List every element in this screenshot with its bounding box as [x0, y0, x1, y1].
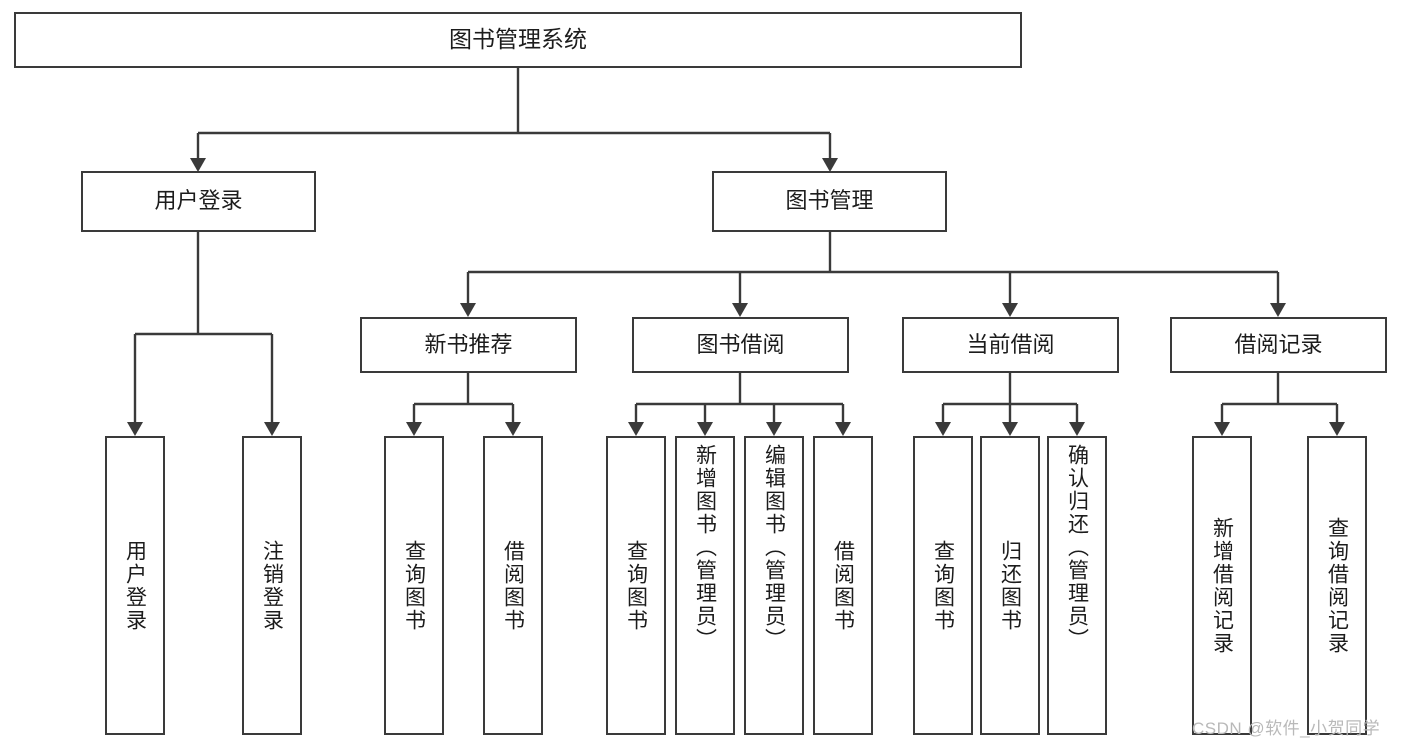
node-leaf-user-login[interactable]: 用户登录 — [105, 436, 165, 735]
node-book-management[interactable]: 图书管理 — [712, 171, 947, 232]
arrowhead-book-management — [822, 158, 838, 172]
arrowhead-new-book-recommend — [460, 303, 476, 317]
csdn-watermark: CSDN @软件_小贺同学 — [1192, 719, 1381, 738]
node-leaf-query-book-3[interactable]: 查询图书 — [913, 436, 973, 735]
node-label: 查询图书 — [931, 539, 955, 632]
arrowhead-current-borrow — [1002, 303, 1018, 317]
arrowhead-leaf-return-book — [1002, 422, 1018, 436]
node-leaf-user-logout[interactable]: 注销登录 — [242, 436, 302, 735]
node-label: 编辑图书（管理员） — [762, 444, 786, 651]
node-leaf-query-book-1[interactable]: 查询图书 — [384, 436, 444, 735]
node-label: 借阅记录 — [1234, 331, 1323, 357]
arrowhead-user-login — [190, 158, 206, 172]
node-label: 确认归还（管理员） — [1065, 444, 1089, 651]
arrowhead-leaf-query-book-3 — [935, 422, 951, 436]
node-user-login[interactable]: 用户登录 — [81, 171, 316, 232]
node-label: 用户登录 — [154, 188, 243, 214]
arrowhead-leaf-add-record — [1214, 422, 1230, 436]
node-book-borrow[interactable]: 图书借阅 — [632, 317, 849, 373]
node-leaf-add-book[interactable]: 新增图书（管理员） — [675, 436, 735, 735]
node-label: 新书推荐 — [424, 331, 513, 357]
node-leaf-confirm-return[interactable]: 确认归还（管理员） — [1047, 436, 1107, 735]
node-root-system[interactable]: 图书管理系统 — [14, 12, 1022, 68]
node-leaf-query-record[interactable]: 查询借阅记录 — [1307, 436, 1367, 735]
node-label: 新增借阅记录 — [1210, 516, 1234, 655]
node-label: 借阅图书 — [831, 539, 855, 632]
node-label: 图书管理系统 — [449, 26, 587, 53]
node-label: 用户登录 — [123, 539, 147, 632]
node-leaf-borrow-book-2[interactable]: 借阅图书 — [813, 436, 873, 735]
arrowhead-book-borrow — [732, 303, 748, 317]
arrowhead-leaf-add-book — [697, 422, 713, 436]
node-label: 归还图书 — [998, 539, 1022, 632]
node-label: 查询图书 — [402, 539, 426, 632]
node-label: 注销登录 — [260, 539, 284, 632]
node-label: 查询借阅记录 — [1325, 516, 1349, 655]
arrowhead-leaf-query-book-2 — [628, 422, 644, 436]
arrowhead-leaf-edit-book — [766, 422, 782, 436]
arrowhead-leaf-borrow-book-2 — [835, 422, 851, 436]
node-borrow-record[interactable]: 借阅记录 — [1170, 317, 1387, 373]
node-leaf-query-book-2[interactable]: 查询图书 — [606, 436, 666, 735]
arrowhead-leaf-confirm-return — [1069, 422, 1085, 436]
node-leaf-borrow-book-1[interactable]: 借阅图书 — [483, 436, 543, 735]
node-label: 图书借阅 — [696, 331, 785, 357]
node-label: 借阅图书 — [501, 539, 525, 632]
arrowhead-leaf-query-record — [1329, 422, 1345, 436]
node-label: 新增图书（管理员） — [693, 444, 717, 651]
node-label: 图书管理 — [785, 188, 874, 214]
node-new-book-recommend[interactable]: 新书推荐 — [360, 317, 577, 373]
arrowhead-leaf-borrow-book-1 — [505, 422, 521, 436]
arrowhead-leaf-user-login — [127, 422, 143, 436]
node-leaf-return-book[interactable]: 归还图书 — [980, 436, 1040, 735]
arrowhead-leaf-query-book-1 — [406, 422, 422, 436]
arrowhead-leaf-user-logout — [264, 422, 280, 436]
node-leaf-edit-book[interactable]: 编辑图书（管理员） — [744, 436, 804, 735]
node-label: 当前借阅 — [966, 331, 1055, 357]
node-label: 查询图书 — [624, 539, 648, 632]
node-current-borrow[interactable]: 当前借阅 — [902, 317, 1119, 373]
arrowhead-borrow-record — [1270, 303, 1286, 317]
node-leaf-add-record[interactable]: 新增借阅记录 — [1192, 436, 1252, 735]
